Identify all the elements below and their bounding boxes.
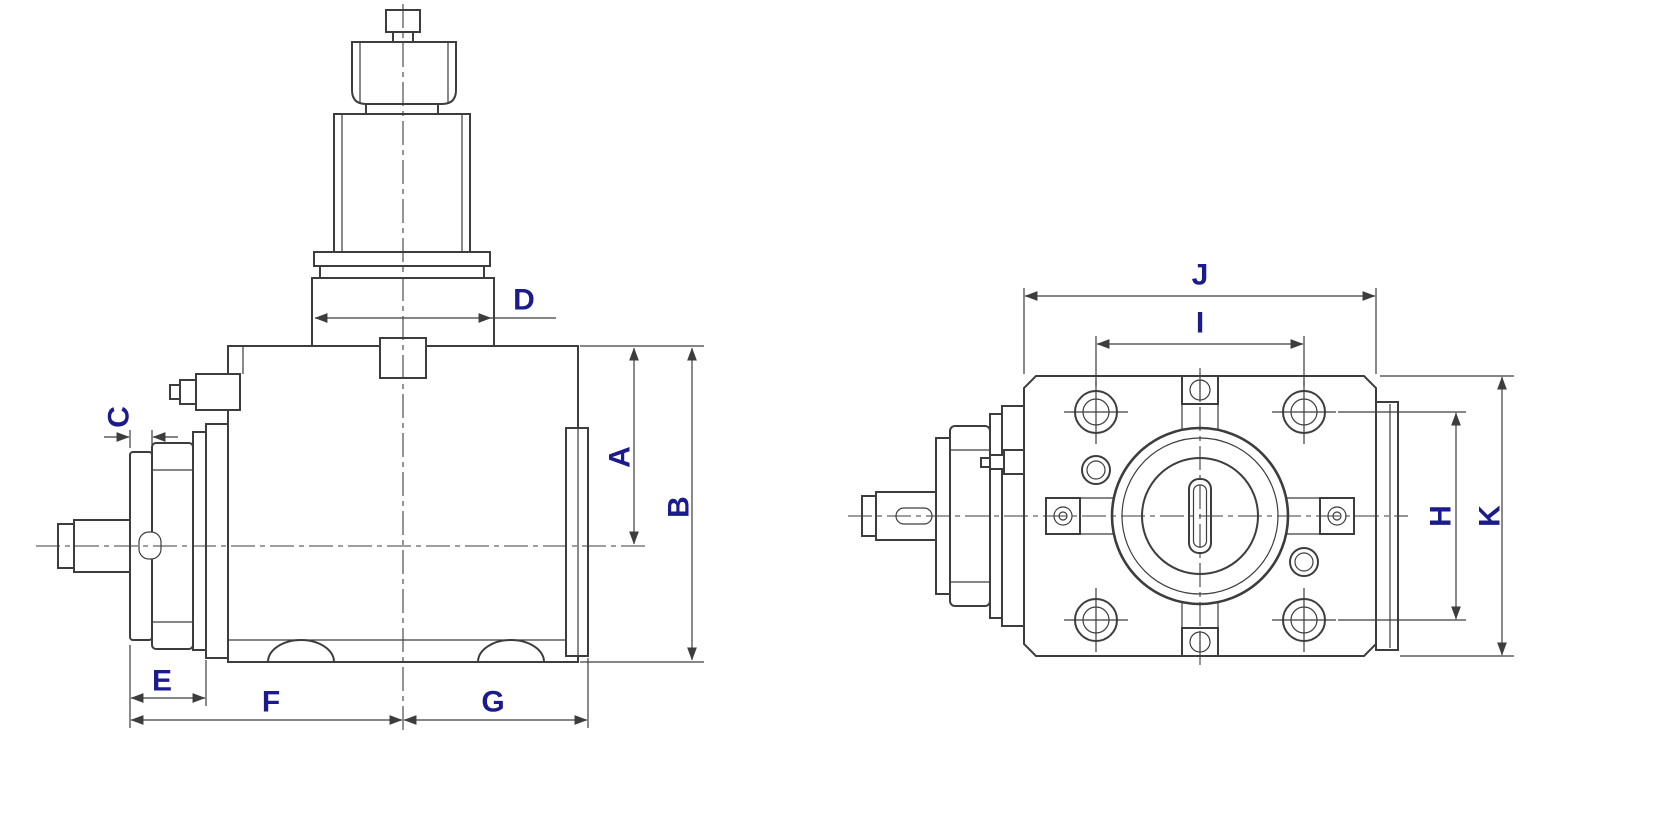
extension-lines-h bbox=[1338, 411, 1466, 621]
flange-plate-2 bbox=[192, 431, 207, 651]
front-flange-disc-steps bbox=[950, 449, 990, 583]
extension-lines-b bbox=[580, 345, 704, 663]
dimension-label-f: F bbox=[262, 686, 280, 719]
right-lug-connectors bbox=[1286, 497, 1320, 535]
dimension-b: B bbox=[580, 345, 704, 663]
front-grease-fitting-tip bbox=[980, 457, 991, 468]
pin-hole-right-outer bbox=[1289, 547, 1319, 577]
gear-housing-body bbox=[227, 345, 589, 663]
dimension-c: C bbox=[103, 406, 178, 448]
dimension-label-e: E bbox=[152, 665, 172, 698]
bolt-crosshair bbox=[1064, 380, 1128, 444]
front-right-plate bbox=[1375, 401, 1399, 651]
pin-hole-right-inner bbox=[1294, 552, 1314, 572]
dimension-label-h: H bbox=[1425, 505, 1458, 527]
dimension-d: D bbox=[314, 284, 556, 323]
extension-lines-e bbox=[129, 645, 207, 706]
extension-lines-k bbox=[1380, 375, 1514, 657]
output-shaft bbox=[57, 519, 162, 573]
pin-hole-left-inner bbox=[1086, 460, 1106, 480]
side-view-centerlines bbox=[36, 4, 648, 732]
shank-column-edges bbox=[341, 114, 463, 252]
dimension-label-b: B bbox=[663, 496, 696, 518]
extension-lines-i bbox=[1095, 336, 1305, 386]
top-pad-connectors bbox=[1181, 404, 1219, 430]
shank-column bbox=[333, 113, 471, 253]
dimension-label-g: G bbox=[481, 686, 504, 719]
clamp-cylinder bbox=[351, 41, 457, 105]
dimension-j: J bbox=[1023, 259, 1377, 374]
clamp-cylinder-edges bbox=[359, 42, 449, 104]
right-cover-plate bbox=[565, 427, 589, 657]
grease-fitting-tip bbox=[169, 384, 181, 400]
dimension-label-d: D bbox=[513, 284, 535, 317]
pin-hole-left-outer bbox=[1081, 455, 1111, 485]
bottom-pad-connectors bbox=[1181, 602, 1219, 628]
dimension-label-c: C bbox=[103, 406, 136, 428]
housing-feet-arcs bbox=[267, 639, 545, 663]
dimension-label-k: K bbox=[1474, 505, 1507, 527]
dimension-e: E bbox=[129, 645, 207, 706]
side-view-dimensions: D A B C E bbox=[103, 284, 704, 728]
dimension-k: K bbox=[1380, 375, 1514, 657]
dimension-label-i: I bbox=[1196, 307, 1204, 340]
bolt-top-left bbox=[1064, 380, 1128, 444]
side-view: D A B C E bbox=[36, 4, 704, 732]
left-lug-connectors bbox=[1080, 497, 1114, 535]
front-grease-fitting-base bbox=[1003, 449, 1025, 475]
extension-lines-c bbox=[129, 430, 153, 448]
flange-plate-1 bbox=[205, 423, 229, 659]
grease-fitting-base bbox=[195, 373, 241, 411]
front-grease-fitting-body bbox=[989, 454, 1005, 470]
bolt-crosshair bbox=[1064, 588, 1128, 652]
dimension-h: H bbox=[1338, 411, 1466, 621]
dimension-label-a: A bbox=[604, 446, 637, 468]
mounting-bolts bbox=[1064, 380, 1336, 652]
dimension-label-j: J bbox=[1192, 259, 1209, 292]
bolt-bottom-right bbox=[1272, 588, 1336, 652]
front-view: J I H K bbox=[848, 259, 1514, 668]
dimension-a: A bbox=[580, 345, 650, 545]
flange-disc-steps bbox=[152, 469, 193, 623]
bolt-crosshair bbox=[1272, 588, 1336, 652]
clamp-pads bbox=[1045, 375, 1355, 657]
shank-flange-upper bbox=[313, 251, 491, 267]
front-view-dimensions: J I H K bbox=[1023, 259, 1514, 657]
cylinder-neck bbox=[365, 103, 439, 115]
dimension-g: G bbox=[403, 658, 589, 728]
grease-fitting bbox=[169, 373, 241, 411]
shank-flange-lower bbox=[319, 265, 485, 279]
grease-fitting-body bbox=[179, 379, 197, 405]
extension-lines-j bbox=[1023, 288, 1377, 374]
bolt-bottom-left bbox=[1064, 588, 1128, 652]
bolt-crosshair bbox=[1272, 380, 1336, 444]
front-view-centerlines bbox=[848, 368, 1408, 668]
bolt-top-right bbox=[1272, 380, 1336, 444]
dimension-f: F bbox=[129, 686, 403, 728]
dimension-i: I bbox=[1095, 307, 1305, 386]
